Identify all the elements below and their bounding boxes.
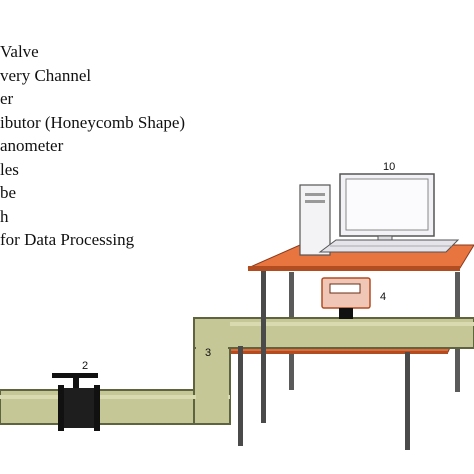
keyboard (318, 239, 460, 253)
legend-item-delivery-channel: very Channel (0, 65, 92, 85)
legend-item-7: be (0, 183, 17, 202)
label-computer-number: 10 (383, 161, 395, 173)
label-junction-number: 3 (205, 347, 211, 359)
manometer (321, 277, 371, 319)
legend-item-manometer: anometer (0, 136, 64, 155)
channel-corner-fill (196, 392, 228, 422)
legend-item-valve: Valve (0, 42, 39, 61)
label-manometer-number: 4 (380, 291, 386, 303)
label-valve-number: 2 (82, 360, 88, 372)
delivery-channel (0, 317, 474, 425)
valve (52, 373, 100, 431)
legend-item-6: les (0, 159, 19, 179)
legend-item-3: er (0, 89, 14, 108)
legend-item-data-processing: for Data Processing (0, 230, 135, 249)
channel-corner-fill-top (196, 320, 228, 350)
legend-item-8: h (0, 206, 9, 226)
table-front-legs (238, 268, 410, 450)
computer-tower (299, 184, 331, 256)
legend-list: Valve very Channel er ibutor (Honeycomb … (0, 40, 185, 252)
computer-monitor (339, 173, 435, 245)
legend-item-distributor: ibutor (Honeycomb Shape) (0, 112, 186, 132)
